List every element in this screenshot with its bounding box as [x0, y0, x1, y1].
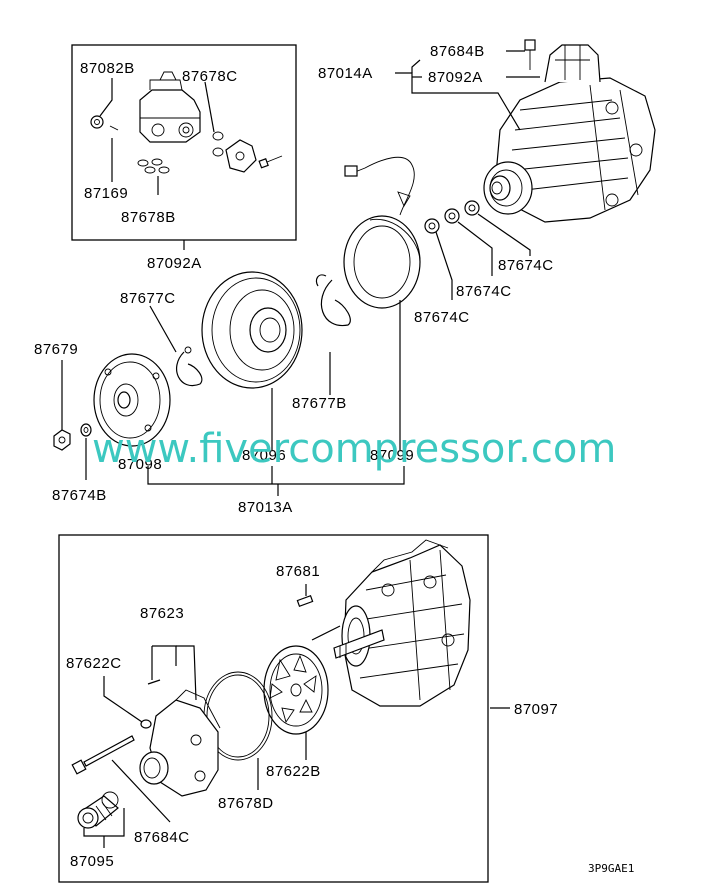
- compressor-top-drawing: [483, 39, 656, 223]
- compressor-bottom-drawing: [296, 539, 471, 707]
- drawing-code: 3P9GAE1: [588, 862, 634, 875]
- through-bolt-87684C: [71, 735, 135, 775]
- label-87674C-3: 87674C: [414, 309, 470, 326]
- label-87097: 87097: [514, 701, 558, 718]
- control-valve-drawing: [90, 71, 283, 174]
- label-87674B: 87674B: [52, 487, 107, 504]
- shim-washers: [424, 200, 531, 300]
- label-87098: 87098: [118, 456, 162, 473]
- valve-box-leaders: [99, 78, 215, 250]
- label-87092A-top: 87092A: [428, 69, 483, 86]
- label-87622C: 87622C: [66, 655, 122, 672]
- bottom-leaders: [83, 584, 510, 848]
- label-87092A-box: 87092A: [147, 255, 202, 272]
- label-87623: 87623: [140, 605, 184, 622]
- compressor-internals-box: [58, 534, 489, 883]
- label-87169: 87169: [84, 185, 128, 202]
- label-87082B: 87082B: [80, 60, 135, 77]
- label-87678C: 87678C: [182, 68, 238, 85]
- label-87096: 87096: [242, 447, 286, 464]
- label-87622B: 87622B: [266, 763, 321, 780]
- front-head-drawing: [139, 679, 221, 797]
- compressor-top-leaders: [395, 50, 540, 131]
- field-coil-drawing: [343, 156, 421, 309]
- label-87014A: 87014A: [318, 65, 373, 82]
- label-87099: 87099: [370, 447, 414, 464]
- pulley-drawing: [201, 271, 303, 389]
- label-87095: 87095: [70, 853, 114, 870]
- valve-plate-87622B: [263, 645, 329, 735]
- watermark-text: www.fivercompressor.com: [92, 426, 616, 472]
- label-87677B: 87677B: [292, 395, 347, 412]
- snap-ring-87677B: [315, 274, 351, 327]
- label-87674C-1: 87674C: [498, 257, 554, 274]
- label-87684C: 87684C: [134, 829, 190, 846]
- label-87678D: 87678D: [218, 795, 274, 812]
- snap-ring-87677C: [175, 346, 203, 387]
- nut-and-washer: [53, 423, 92, 451]
- label-87013A: 87013A: [238, 499, 293, 516]
- armature-plate-drawing: [93, 353, 171, 447]
- label-87678B: 87678B: [121, 209, 176, 226]
- label-87681: 87681: [276, 563, 320, 580]
- label-87677C: 87677C: [120, 290, 176, 307]
- label-87684B: 87684B: [430, 43, 485, 60]
- label-87679: 87679: [34, 341, 78, 358]
- clutch-leaders: [61, 300, 405, 496]
- shaft-seal-87095: [77, 791, 119, 829]
- label-87674C-2: 87674C: [456, 283, 512, 300]
